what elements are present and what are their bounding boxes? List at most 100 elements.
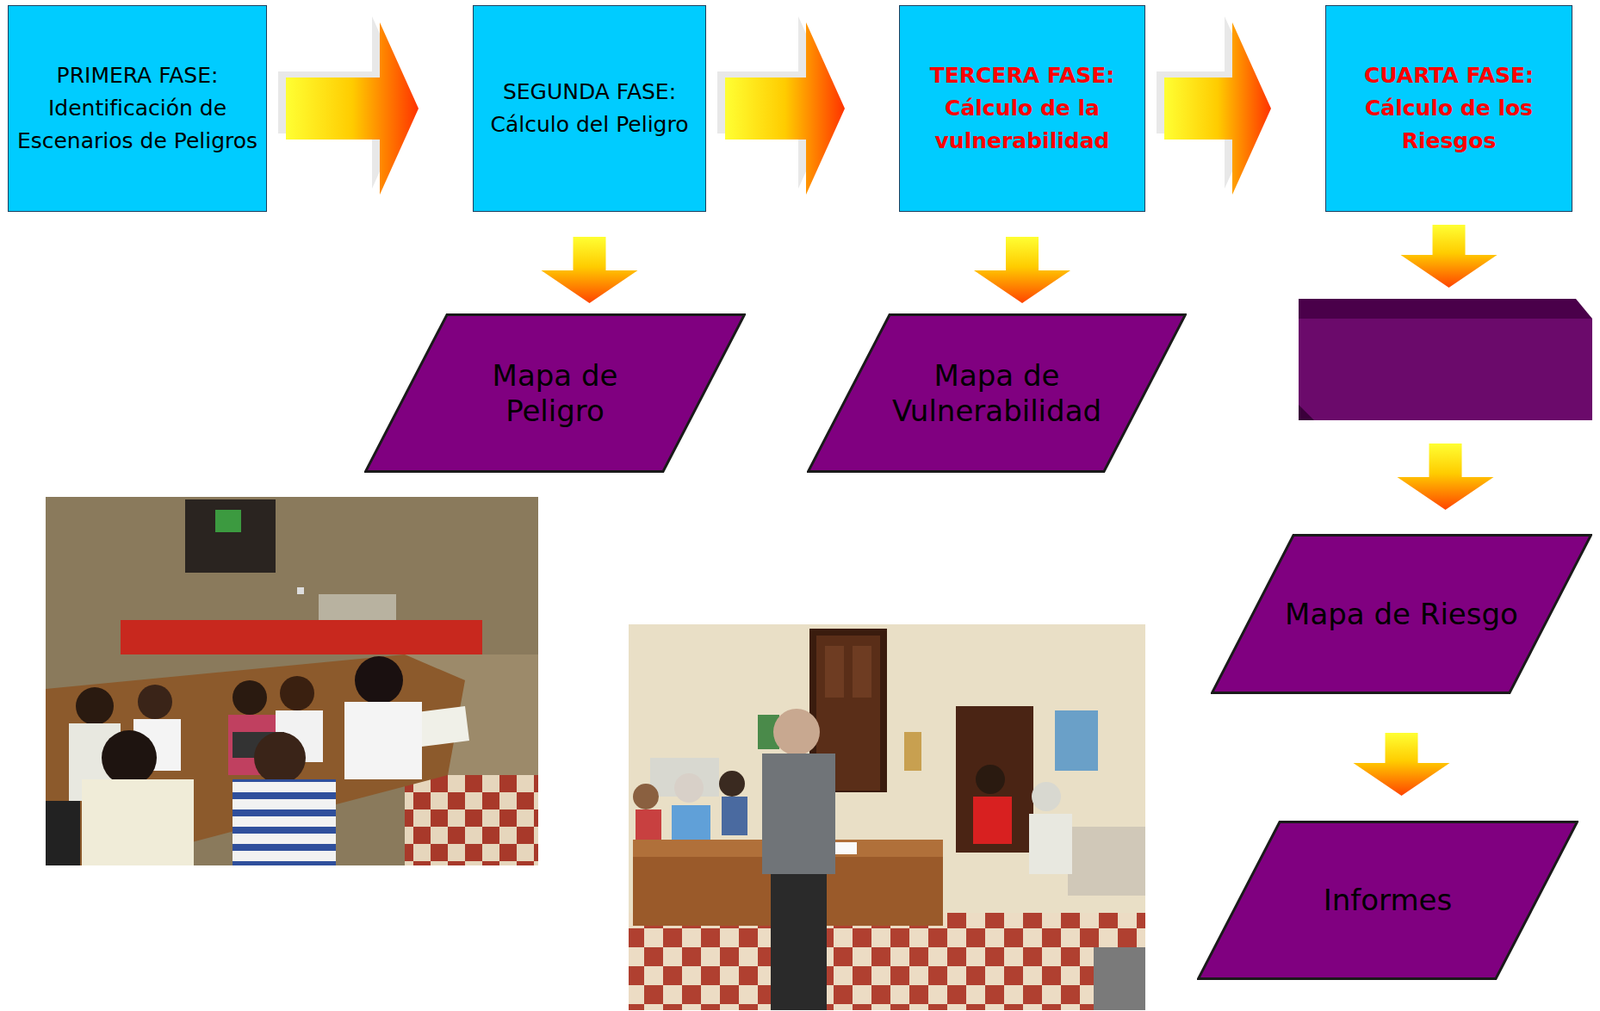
map-label: Mapa de Peligro — [438, 358, 672, 429]
phase-heading: SEGUNDA FASE: — [502, 75, 676, 109]
arrow-shape — [1164, 22, 1272, 195]
photo-papers — [396, 706, 470, 750]
photo-ac-unit — [650, 757, 720, 797]
cube-bevel — [1298, 404, 1315, 421]
photo-door-frame — [809, 628, 887, 793]
parallelogram-shape — [1198, 822, 1578, 980]
arrow-shadow-shape — [717, 16, 838, 189]
photo-person — [773, 708, 820, 756]
parallelogram-content: Mapa de Riesgo — [1210, 533, 1593, 695]
photo-door — [816, 635, 881, 791]
photo-couch — [120, 620, 483, 655]
photo-cabinet — [1067, 826, 1146, 896]
phase-box: TERCERA FASE:Cálculo de la vulnerabilida… — [899, 5, 1146, 212]
photo-person — [232, 680, 267, 715]
phase-box: SEGUNDA FASE:Cálculo del Peligro — [472, 5, 707, 212]
output-parallelogram: Informes — [1196, 820, 1579, 980]
photo-frame — [185, 499, 276, 573]
photo-monitor — [1093, 947, 1146, 1011]
block-arrow — [1353, 732, 1451, 796]
cube-shape — [1298, 298, 1593, 421]
output-parallelogram: Mapa de Peligro — [364, 313, 746, 473]
phase-heading: PRIMERA FASE: — [56, 59, 219, 93]
photo-person — [68, 723, 121, 801]
photo-person — [762, 753, 836, 875]
photo-person — [1029, 813, 1073, 875]
photo-papers — [813, 842, 857, 855]
phase-text: Cálculo de los Riesgos — [1333, 92, 1565, 158]
meeting-photo — [45, 496, 539, 866]
photo-door — [955, 706, 1034, 853]
parallelogram-shape — [808, 315, 1186, 472]
phase-text: Cálculo de la vulnerabilidad — [906, 92, 1138, 158]
photo-poster — [904, 731, 922, 771]
arrow-shape — [1353, 732, 1451, 796]
photo-person — [719, 770, 745, 797]
parallelogram-content: Mapa de Peligro — [364, 313, 746, 473]
arrow-shape — [725, 22, 845, 195]
arrow-shadow — [1156, 16, 1264, 189]
arrow-shadow — [278, 16, 411, 189]
photo-wall-lower — [404, 654, 539, 866]
photo-laptop — [232, 731, 285, 758]
block-arrow — [1156, 16, 1272, 195]
phase-heading: CUARTA FASE: — [1364, 59, 1534, 93]
cube-top — [1298, 298, 1593, 319]
phase-box: PRIMERA FASE:Identificación de Escenario… — [7, 5, 267, 212]
arrow-shadow-shape — [1156, 16, 1264, 189]
photo-table — [632, 848, 943, 926]
phase-text: Identificación de Escenarios de Peligros — [15, 92, 260, 158]
map-label: Mapa de Vulnerabilidad — [880, 358, 1114, 429]
photo-person — [721, 796, 748, 836]
parallelogram-shape — [365, 315, 745, 472]
phase-text: Cálculo del Peligro — [490, 108, 689, 142]
arrow-shape — [973, 236, 1071, 304]
photo-person — [228, 714, 276, 776]
photo-person — [254, 731, 306, 784]
block-arrow — [541, 236, 639, 304]
photo-person — [770, 874, 827, 1011]
photo-person — [137, 684, 173, 720]
photo-person — [671, 805, 711, 844]
photo-person — [1031, 781, 1061, 812]
photo-ac-unit — [318, 594, 397, 655]
photo-person — [632, 783, 659, 810]
map-label: Mapa de Riesgo — [1284, 596, 1519, 633]
map-label: Informes — [1271, 882, 1505, 918]
arrow-shape — [285, 22, 419, 195]
photo-wall — [628, 624, 1146, 1011]
photo-person — [354, 656, 404, 705]
photo-person — [279, 675, 315, 711]
photo-screen — [215, 509, 242, 533]
photo-person — [973, 796, 1012, 844]
photo-person — [674, 773, 704, 803]
photo-person — [81, 779, 194, 866]
photo-person — [344, 701, 422, 780]
photo-door-panel — [824, 645, 844, 698]
phase-box: CUARTA FASE:Cálculo de los Riesgos — [1325, 5, 1573, 212]
cube-front — [1298, 318, 1593, 421]
parallelogram-shape — [1212, 535, 1592, 694]
photo-person — [75, 687, 114, 726]
arrow-shadow — [717, 16, 838, 189]
photo-chair — [45, 800, 81, 866]
parallelogram-content: Informes — [1196, 820, 1579, 980]
output-parallelogram: Mapa de Riesgo — [1210, 533, 1593, 695]
arrow-shape — [1401, 224, 1498, 288]
block-arrow — [1397, 224, 1498, 510]
photo-poster — [757, 714, 780, 750]
parallelogram-content: Mapa de Vulnerabilidad — [806, 313, 1187, 473]
photo-person — [635, 809, 662, 844]
photo-floor — [628, 912, 1146, 1011]
arrow-shape — [1397, 443, 1495, 510]
photo-person — [101, 730, 157, 786]
arrow-shape — [541, 236, 639, 304]
phase-heading: TERCERA FASE: — [930, 59, 1116, 93]
photo-person — [232, 779, 336, 866]
output-parallelogram: Mapa de Vulnerabilidad — [806, 313, 1187, 473]
photo-poster — [1054, 710, 1098, 771]
photo-floor — [404, 775, 539, 866]
photo-table — [45, 654, 466, 866]
photo-door-panel — [852, 645, 872, 698]
